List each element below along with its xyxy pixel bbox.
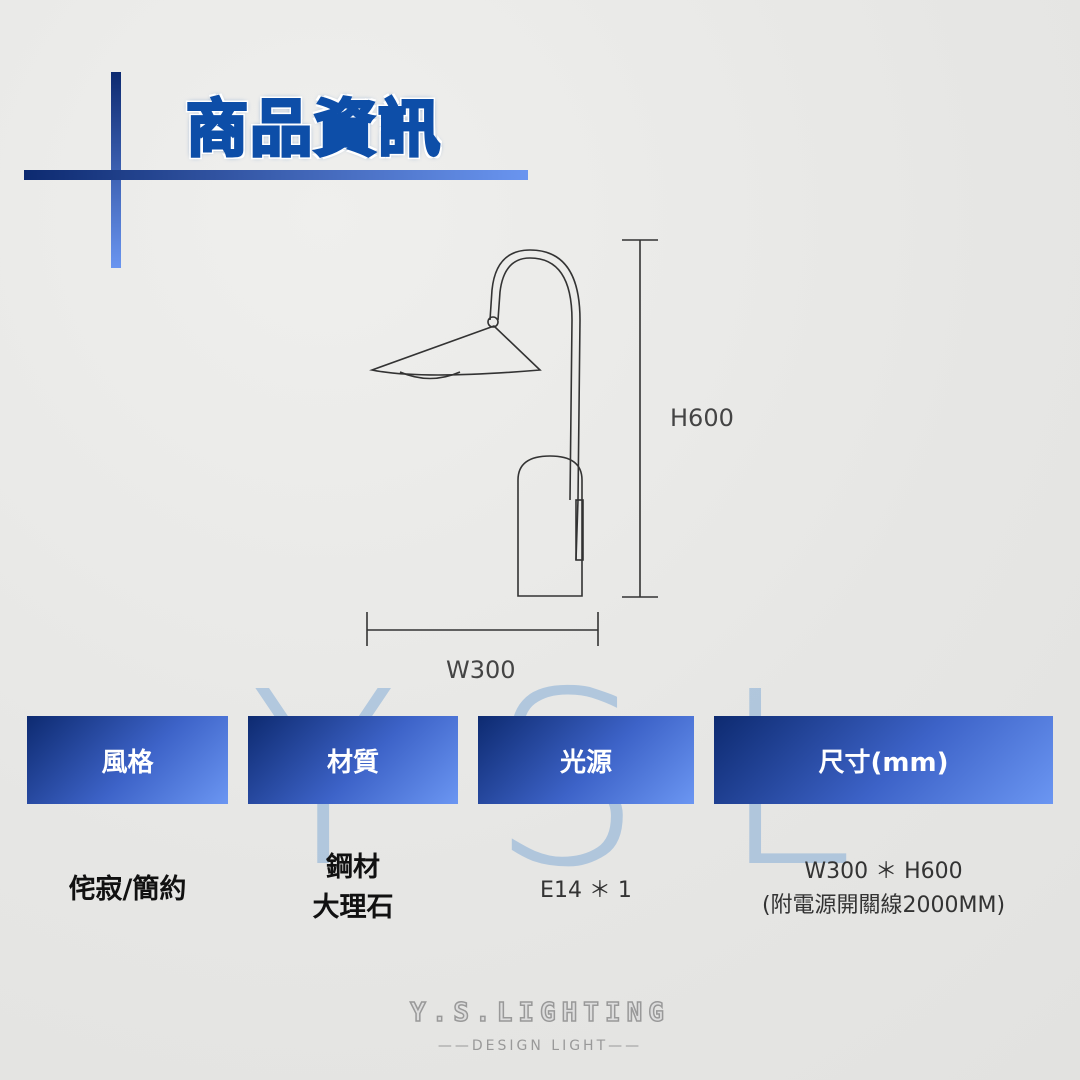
- page-title: 商品資訊: [184, 91, 443, 167]
- spec-value-style: 侘寂/簡約: [68, 874, 187, 905]
- brand-tagline: ——DESIGN LIGHT——: [437, 1038, 643, 1054]
- spec-header-light-source: 光源: [478, 716, 694, 804]
- spec-header-material: 材質: [248, 716, 458, 804]
- decor-horizontal-line: [24, 170, 528, 180]
- brand-logo: Y.S.LIGHTING: [409, 997, 670, 1029]
- spec-value-light-source: E14 ＊ 1: [540, 878, 632, 903]
- spec-header-style: 風格: [27, 716, 228, 804]
- spec-header-size: 尺寸(mm): [714, 716, 1053, 804]
- spec-value-size: W300 ＊ H600 (附電源開關線2000MM): [761, 859, 1006, 918]
- height-dimension-label: H600: [670, 404, 734, 432]
- spec-value-material: 鋼材 大理石: [312, 852, 394, 923]
- width-dimension-label: W300: [446, 656, 516, 684]
